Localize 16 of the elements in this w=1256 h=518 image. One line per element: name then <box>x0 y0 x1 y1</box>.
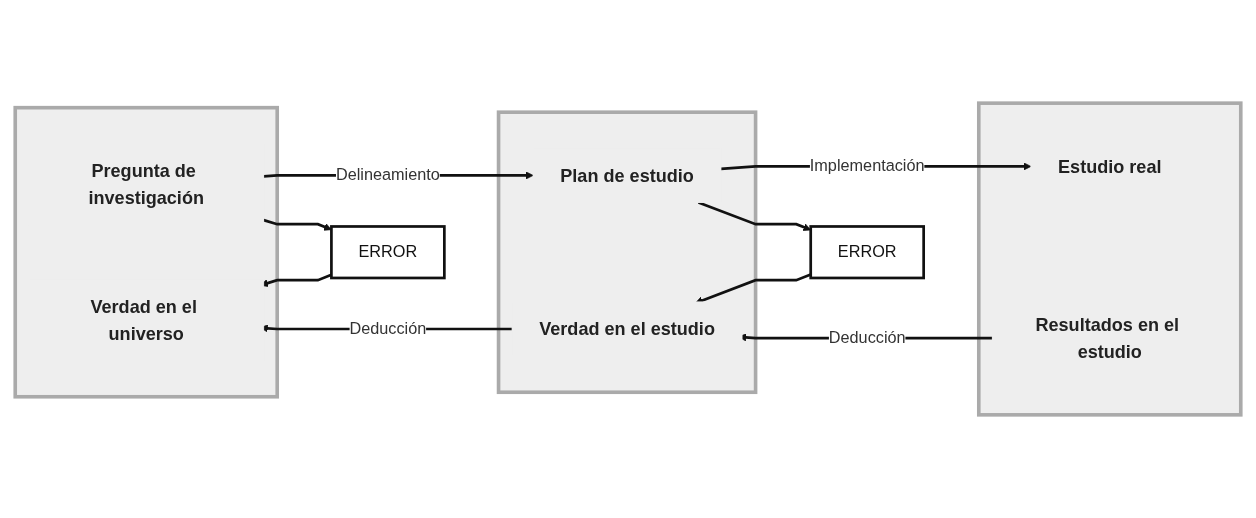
node-text: Resultados en el estudio <box>1035 314 1180 362</box>
edge-label: Deducción <box>349 319 427 338</box>
node-text: Estudio real <box>1058 156 1162 177</box>
cluster <box>13 105 279 399</box>
edge-label: Delineamiento <box>335 165 440 185</box>
edge-label: Implementación <box>809 156 925 175</box>
node-text: Pregunta de investigación <box>88 160 204 208</box>
node-text: Verdad en el estudio <box>539 319 715 339</box>
node-box: ERROR <box>330 225 446 280</box>
node-text: Verdad en el universo <box>90 296 197 344</box>
edge-label: Deducción <box>828 328 906 347</box>
cluster <box>977 101 1243 417</box>
arrow <box>263 218 332 231</box>
node-box: ERROR <box>809 225 925 280</box>
cluster <box>496 110 758 395</box>
node-text: Plan de estudio <box>560 165 694 186</box>
